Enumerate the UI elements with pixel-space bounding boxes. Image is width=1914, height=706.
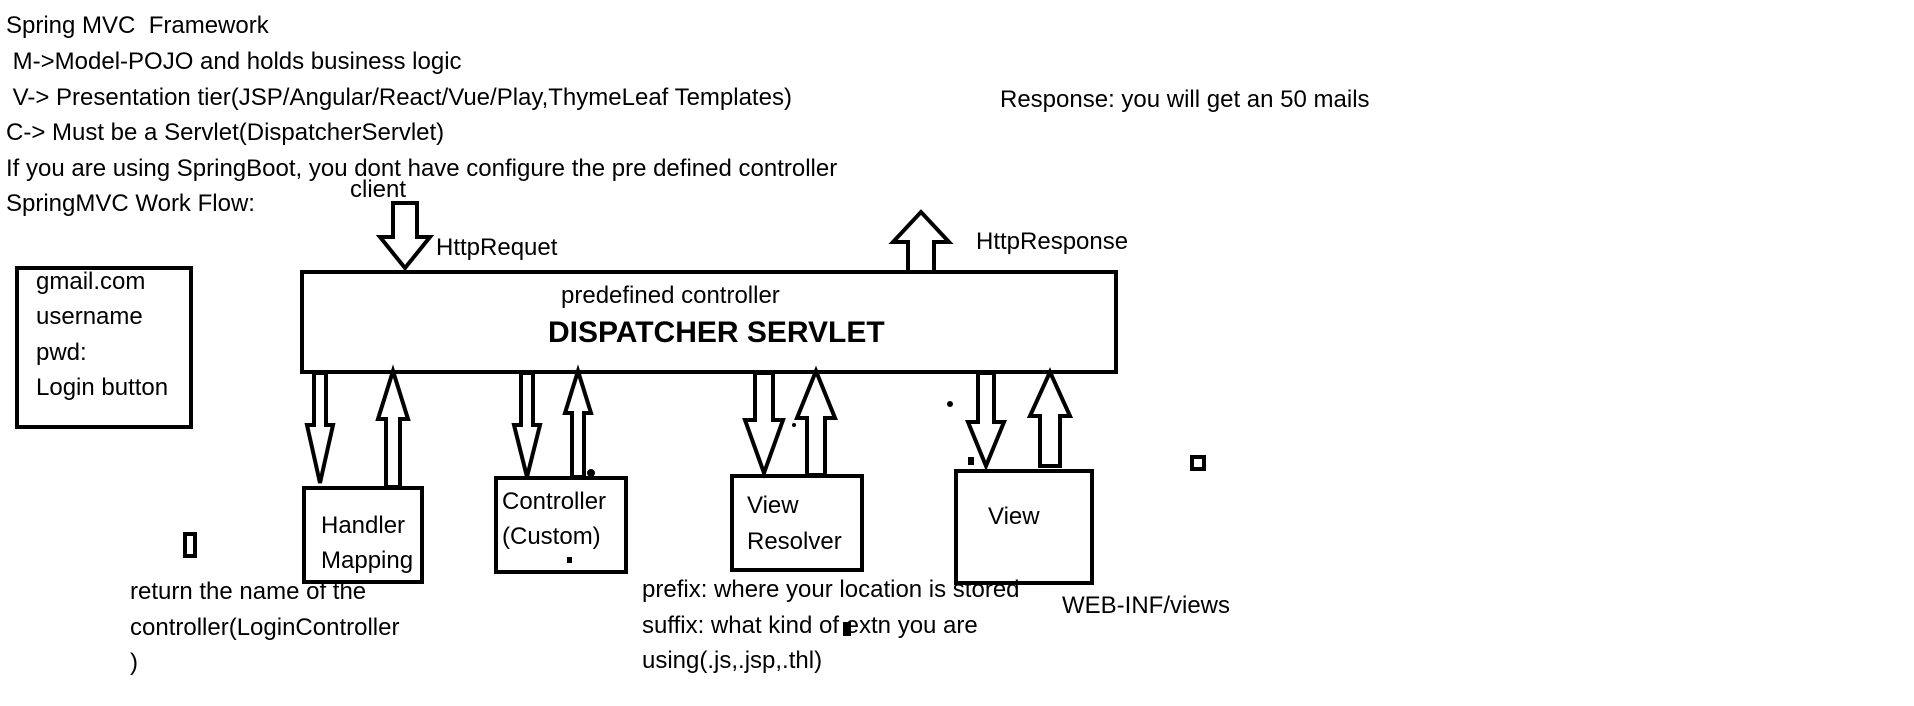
handler-mapping-line2: Mapping [321,547,414,574]
view-box [954,469,1094,585]
controller-line2: (Custom) [502,523,601,550]
from-controller-arrow [562,364,594,479]
small-square-mark [183,532,197,558]
resolver-note-line1: prefix: where your location is stored [642,576,1020,603]
handler-note-line1: return the name of the [130,578,367,605]
dot-mark [587,469,595,477]
dot-mark [567,557,572,563]
login-button-text: Login button [36,374,169,401]
login-gmail-text: gmail.com [36,268,146,295]
to-controller-arrow [511,371,543,478]
login-pwd-text: pwd: [36,339,87,366]
resolver-note-line3: using(.js,.jsp,.thl) [642,647,823,674]
intro-line-workflow: SpringMVC Work Flow: [6,190,255,217]
handler-note-line3: ) [130,649,138,676]
intro-line-springboot: If you are using SpringBoot, you dont ha… [6,155,838,182]
to-view-arrow [965,371,1007,472]
view-label: View [988,503,1040,530]
from-view-resolver-arrow [794,365,838,477]
intro-line-model: M->Model-POJO and holds business logic [6,48,462,75]
view-resolver-line1: View [747,492,799,519]
http-response-arrow [888,209,954,274]
dot-mark [947,401,953,407]
from-view-arrow [1026,367,1074,468]
http-request-label: HttpRequet [436,234,558,261]
controller-box [494,476,628,574]
view-resolver-line2: Resolver [747,528,842,555]
view-path-note: WEB-INF/views [1062,592,1230,619]
resolver-note-line2: suffix: what kind of extn you are [642,612,978,639]
view-resolver-box [730,474,864,572]
handler-note-line2: controller(LoginController [130,614,400,641]
dispatcher-subtitle: predefined controller [561,282,780,309]
login-username-text: username [36,303,143,330]
to-view-resolver-arrow [742,371,786,479]
from-handler-arrow [375,364,411,489]
controller-line1: Controller [502,488,607,515]
handler-mapping-box [302,486,424,584]
intro-line-controller: C-> Must be a Servlet(DispatcherServlet) [6,119,445,146]
handler-mapping-line1: Handler [321,512,406,539]
dispatcher-title: DISPATCHER SERVLET [548,316,885,349]
small-square-mark [1190,455,1206,471]
to-handler-arrow [304,371,336,484]
http-response-label: HttpResponse [976,228,1129,255]
client-label: client [350,176,407,203]
dot-mark [968,457,974,465]
dot-mark [843,622,851,636]
login-box [15,266,193,429]
intro-line-title: Spring MVC Framework [6,12,269,39]
intro-line-view: V-> Presentation tier(JSP/Angular/React/… [6,84,792,111]
dispatcher-servlet-box [300,270,1118,374]
dot-mark [792,423,796,427]
response-note: Response: you will get an 50 mails [1000,86,1370,113]
http-request-arrow [375,201,435,272]
